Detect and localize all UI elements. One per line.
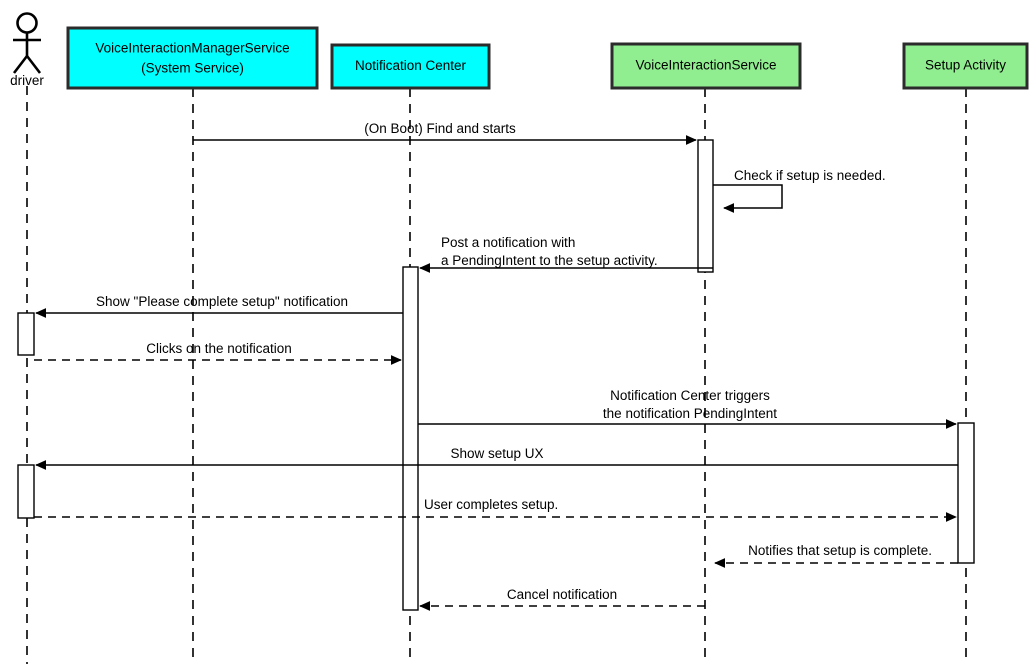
participant-label-notification_center: Notification Center	[355, 58, 467, 73]
message-label-m6: Notification Center triggers	[610, 388, 770, 403]
actor-label-driver: driver	[10, 73, 44, 88]
message-m1[interactable]: (On Boot) Find and starts	[193, 121, 697, 145]
message-label-m10: Cancel notification	[507, 587, 617, 602]
participant-label-vims: VoiceInteractionManagerService	[95, 41, 289, 56]
participant-vis[interactable]: VoiceInteractionService	[610, 42, 802, 90]
actor-leg-left-icon	[12, 55, 29, 74]
participant-driver[interactable]: driver	[10, 12, 44, 89]
participant-box-vims[interactable]	[66, 26, 319, 90]
message-label-m6: the notification PendingIntent	[603, 406, 777, 421]
message-line-m2	[713, 184, 783, 213]
participant-sublabel-vims: (System Service)	[141, 61, 244, 76]
message-label-m2: Check if setup is needed.	[734, 168, 886, 183]
message-label-m1: (On Boot) Find and starts	[364, 121, 516, 136]
message-label-m5: Clicks on the notification	[146, 341, 292, 356]
message-label-m8: User completes setup.	[424, 497, 558, 512]
actor-leg-right-icon	[25, 55, 42, 74]
activation-bar-setup_activity	[957, 422, 975, 564]
participant-box-vis[interactable]	[610, 42, 802, 90]
participant-headers-layer: driver VoiceInteractionManagerService (Sys…	[10, 12, 1029, 90]
message-m10[interactable]: Cancel notification	[419, 587, 705, 611]
message-label-m9: Notifies that setup is complete.	[748, 543, 932, 558]
message-m5[interactable]: Clicks on the notification	[34, 341, 402, 365]
participant-notification_center[interactable]: Notification Center	[330, 43, 491, 90]
message-m7[interactable]: Show setup UX	[35, 446, 958, 470]
message-label-m7: Show setup UX	[450, 446, 543, 461]
participant-vims[interactable]: VoiceInteractionManagerService (System Se…	[66, 26, 319, 90]
actor-head-icon	[16, 12, 38, 34]
activation-bar-vis	[697, 139, 714, 273]
activation-bar-driver	[17, 312, 35, 356]
message-label-m3: a PendingIntent to the setup activity.	[441, 253, 658, 268]
participant-setup_activity[interactable]: Setup Activity	[902, 42, 1029, 90]
message-m4[interactable]: Show "Please complete setup" notificatio…	[35, 294, 403, 318]
message-m6[interactable]: Notification Center triggers the notifica…	[418, 388, 957, 429]
activation-bar-notification_center	[402, 266, 419, 611]
message-m2[interactable]: Check if setup is needed.	[713, 168, 886, 213]
participant-label-setup_activity: Setup Activity	[925, 58, 1006, 73]
activation-bars-layer	[17, 139, 975, 611]
activation-bar-driver	[17, 464, 35, 519]
message-m3[interactable]: Post a notification with a PendingIntent …	[419, 235, 713, 273]
message-label-m3: Post a notification with	[441, 235, 575, 250]
participant-box-notification_center[interactable]	[330, 43, 491, 90]
message-label-m4: Show "Please complete setup" notificatio…	[96, 294, 348, 309]
participant-label-vis: VoiceInteractionService	[635, 58, 776, 73]
participant-box-setup_activity[interactable]	[902, 42, 1029, 90]
message-m8[interactable]: User completes setup.	[34, 497, 957, 522]
message-m9[interactable]: Notifies that setup is complete.	[714, 543, 958, 568]
